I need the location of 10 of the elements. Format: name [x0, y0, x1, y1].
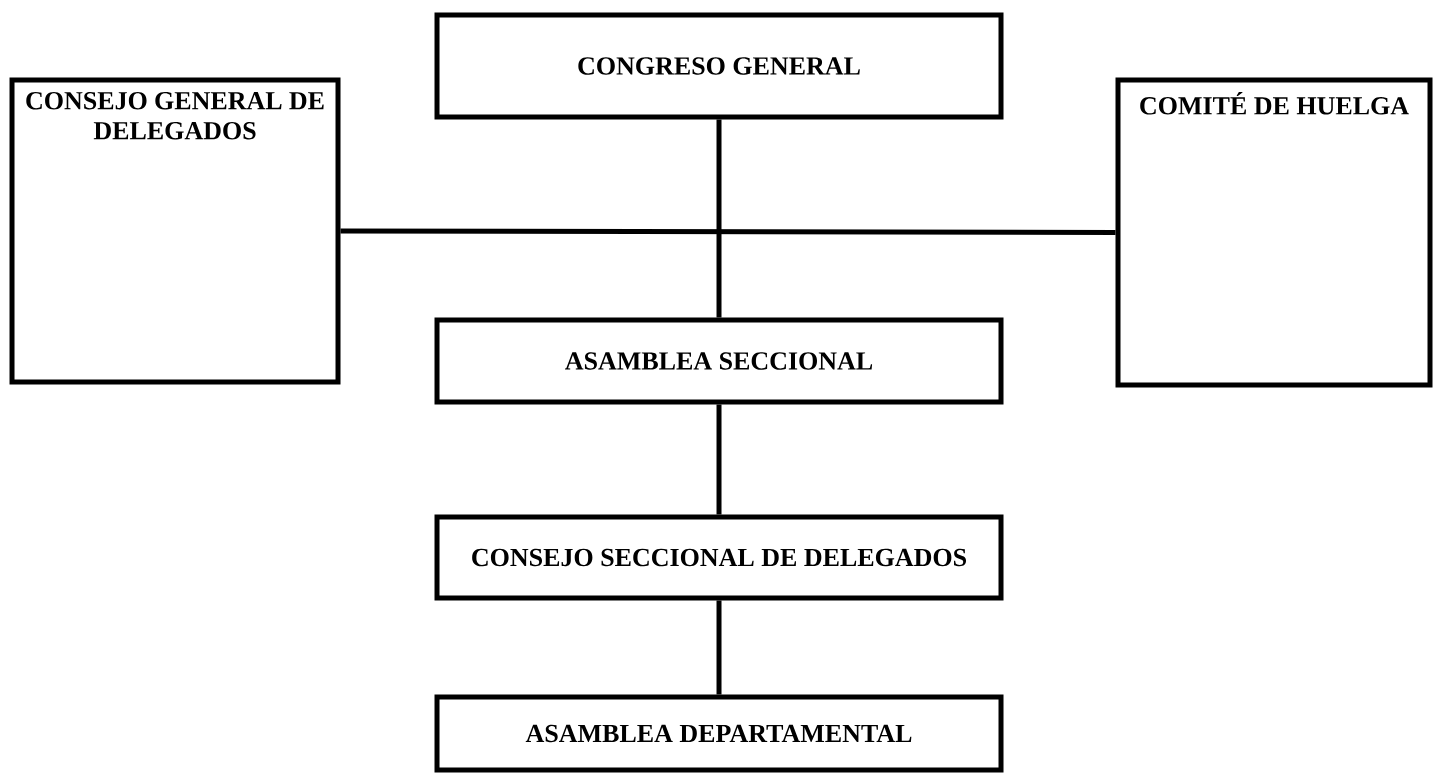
connector-line [340, 228, 1116, 235]
connector-line [716, 404, 722, 515]
connector-line [716, 119, 722, 318]
text-box: CONGRESO GENERAL [434, 12, 1004, 120]
connector-line [716, 600, 722, 695]
text-box: COMITÉ DE HUELGA [1115, 77, 1433, 388]
text-box: ASAMBLEA SECCIONAL [434, 317, 1004, 405]
text-box: CONSEJO GENERAL DE DELEGADOS [9, 77, 341, 385]
text-box: ASAMBLEA DEPARTAMENTAL [434, 694, 1004, 773]
text-box: CONSEJO SECCIONAL DE DELEGADOS [434, 514, 1004, 601]
